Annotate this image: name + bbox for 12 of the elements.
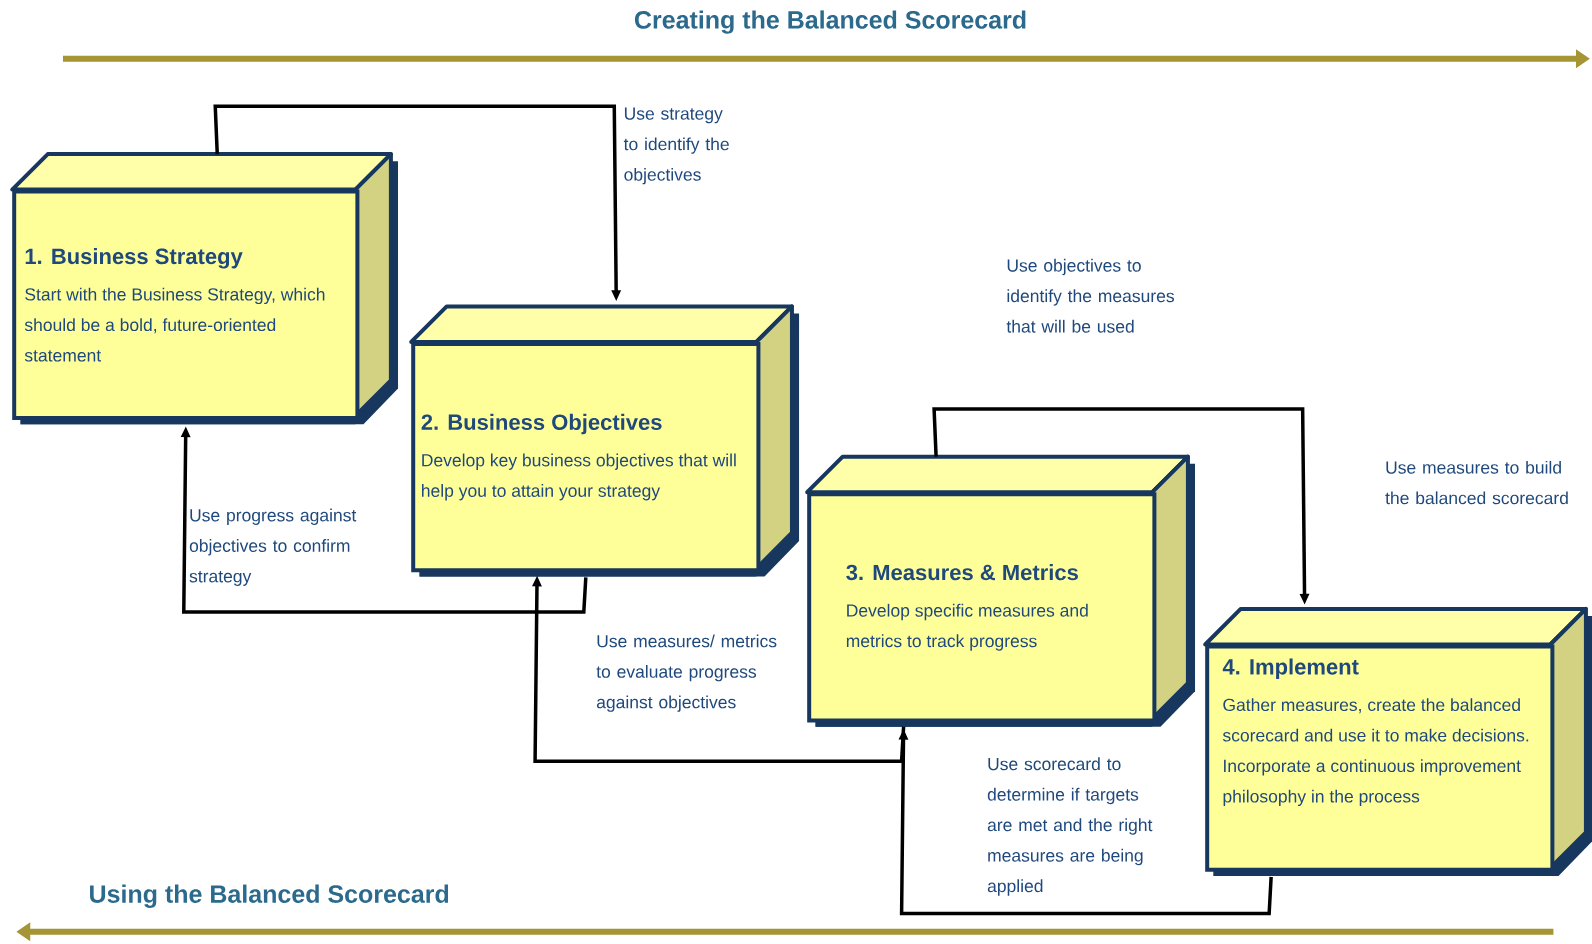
- edge-label: Use progress against objectives to confirm strategy: [189, 508, 357, 586]
- edge-label: Use strategy to identify the objectives: [623, 107, 729, 185]
- note-text: Use measures to build the balanced scorecard: [1385, 460, 1568, 505]
- edge-label: Use scorecard to determine if targets are met and the right measures are being applied: [987, 757, 1153, 896]
- edge-label: Use objectives to identify the measures that will be used: [1006, 258, 1174, 333]
- section-title: Using the Balanced Scorecard: [90, 884, 449, 908]
- 3d-box: 1. Business Strategy Start with the Business Strategy, which should be a bold, future-oriented statement: [10, 152, 398, 425]
- 3d-box: 3. Measures & Metrics Develop specific measures and metrics to track progress: [805, 454, 1196, 727]
- 3d-box: 2. Business Objectives Develop key business objectives that will help you to attain your strategy: [409, 304, 800, 577]
- 3d-box: 4. Implement Gather measures, create the balanced scorecard and use it to make decisions. Incorporate a continuous improvement philosophy in the process: [1203, 606, 1592, 876]
- edge-label: Use measures/ metrics to evaluate progress against objectives: [596, 634, 777, 712]
- section-title: Creating the Balanced Scorecard: [634, 10, 1026, 34]
